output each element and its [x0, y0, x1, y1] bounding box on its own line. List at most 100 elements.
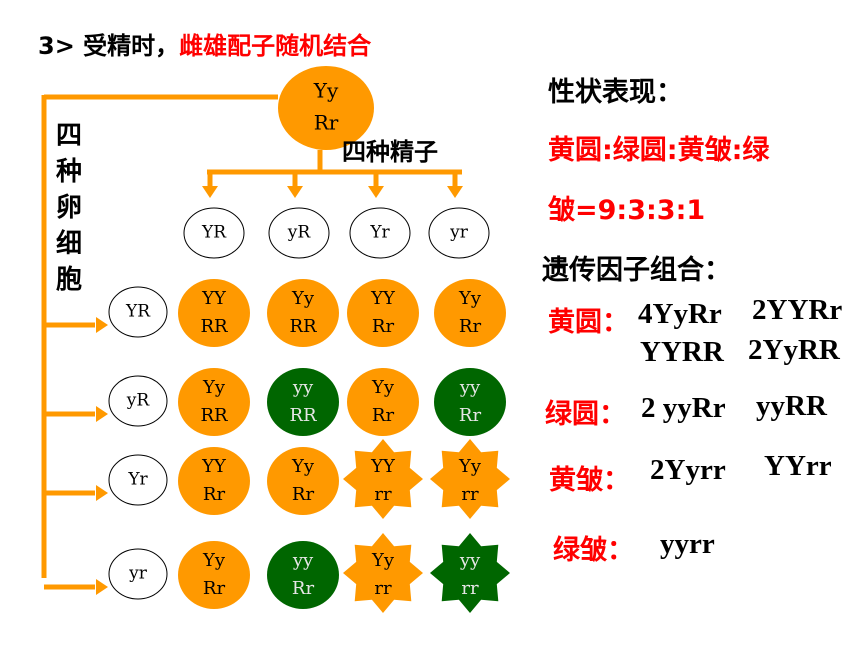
egg-cells-label: 四 种 卵 细 胞 — [52, 118, 86, 298]
combo-title: 遗传因子组合： — [542, 255, 731, 286]
offspring-circle — [267, 541, 339, 609]
offspring-genotype-text: Yy — [371, 550, 395, 571]
yellow-round-genotype: 4YyRr — [638, 298, 722, 330]
offspring-genotype-text: Yy — [371, 377, 395, 398]
offspring-genotype-text: Yy — [291, 288, 315, 309]
offspring-circle — [178, 368, 250, 436]
egg-label-char: 卵 — [55, 193, 82, 223]
offspring-circle — [267, 368, 339, 436]
sperm-arrow-head — [202, 186, 218, 198]
trait-title: 性状表现： — [548, 77, 683, 108]
offspring-genotype-text: rr — [461, 484, 479, 505]
sperm-gamete-circle — [349, 207, 411, 259]
yellow-wrinkled-label: 黄皱： — [549, 465, 630, 496]
egg-gamete-circle — [108, 375, 168, 427]
offspring-genotype-text: Yy — [202, 550, 226, 571]
sperm-gamete-text: Yr — [369, 223, 390, 243]
egg-gamete-circle — [108, 454, 168, 506]
green-wrinkled-genotype: yyrr — [660, 528, 715, 560]
offspring-genotype-text: Rr — [203, 484, 226, 505]
offspring-genotype-text: YY — [370, 456, 396, 477]
offspring-circle — [178, 279, 250, 347]
offspring-genotype-text: RR — [289, 405, 317, 426]
offspring-genotype-text: yy — [459, 550, 481, 571]
offspring-genotype-text: RR — [289, 316, 317, 337]
slide-title: 3> 受精时，雌雄配子随机结合 — [38, 26, 371, 61]
parent-genotype-text: Rr — [314, 111, 339, 135]
sperm-arrow-head — [368, 186, 384, 198]
offspring-genotype-text: Rr — [203, 578, 226, 599]
sperm-gamete-text: yr — [449, 223, 469, 243]
offspring-circle — [347, 279, 419, 347]
egg-gamete-circle — [108, 286, 168, 338]
egg-label-char: 种 — [55, 157, 82, 187]
egg-gamete-text: yr — [128, 564, 148, 584]
offspring-genotype-text: rr — [374, 484, 392, 505]
offspring-genotype-text: Rr — [459, 405, 482, 426]
offspring-circle — [434, 368, 506, 436]
offspring-star — [430, 439, 510, 519]
offspring-genotype-text: Rr — [372, 316, 395, 337]
ratio-line-2: 皱=9:3:3:1 — [548, 195, 706, 226]
offspring-genotype-text: yy — [459, 377, 481, 398]
offspring-genotype-text: RR — [200, 405, 228, 426]
offspring-circle — [178, 447, 250, 515]
offspring-circle — [267, 447, 339, 515]
offspring-genotype-text: Rr — [292, 578, 315, 599]
offspring-star — [343, 439, 423, 519]
offspring-circle — [267, 279, 339, 347]
yellow-round-genotype: 2YYRr — [752, 294, 843, 326]
parent-genotype-circle — [278, 66, 374, 150]
egg-arrow-head — [96, 579, 108, 595]
offspring-genotype-text: Yy — [458, 288, 482, 309]
green-round-genotype: yyRR — [756, 390, 827, 422]
parent-genotype-text: Yy — [313, 79, 339, 103]
yellow-round-genotype: YYRR — [640, 336, 724, 368]
sperm-gamete-circle — [268, 207, 330, 259]
sperm-gamete-circle — [428, 207, 490, 259]
offspring-genotype-text: YY — [201, 288, 227, 309]
offspring-genotype-text: rr — [461, 578, 479, 599]
yellow-wrinkled-genotype: YYrr — [764, 450, 832, 482]
green-wrinkled-label: 绿皱： — [553, 535, 634, 566]
green-round-label: 绿圆： — [545, 399, 626, 430]
yellow-round-label: 黄圆： — [548, 307, 629, 338]
sperm-arrow-head — [447, 186, 463, 198]
egg-arrow-head — [96, 317, 108, 333]
offspring-genotype-text: yy — [292, 377, 314, 398]
offspring-genotype-text: YY — [370, 288, 396, 309]
offspring-genotype-text: Yy — [291, 456, 315, 477]
sperm-cells-label: 四种精子 — [342, 138, 438, 166]
egg-gamete-text: YR — [125, 302, 151, 322]
title-highlight: 雌雄配子随机结合 — [179, 32, 372, 60]
offspring-star — [343, 533, 423, 613]
egg-label-char: 四 — [55, 121, 82, 151]
offspring-genotype-text: Rr — [459, 316, 482, 337]
egg-arrow-head — [96, 485, 108, 501]
sperm-gamete-text: yR — [287, 223, 312, 243]
sperm-gamete-text: YR — [201, 223, 227, 243]
offspring-genotype-text: Yy — [458, 456, 482, 477]
offspring-genotype-text: yy — [292, 550, 314, 571]
offspring-circle — [178, 541, 250, 609]
green-round-genotype: 2 yyRr — [641, 392, 726, 424]
sperm-gamete-circle — [183, 207, 245, 259]
offspring-genotype-text: YY — [201, 456, 227, 477]
egg-gamete-circle — [108, 548, 168, 600]
offspring-circle — [347, 368, 419, 436]
egg-gamete-text: Yr — [127, 470, 148, 490]
egg-label-char: 胞 — [55, 265, 82, 295]
egg-arrow-head — [96, 406, 108, 422]
offspring-circle — [434, 279, 506, 347]
yellow-round-genotype: 2YyRR — [748, 334, 840, 366]
offspring-genotype-text: Rr — [372, 405, 395, 426]
yellow-wrinkled-genotype: 2Yyrr — [650, 454, 726, 486]
offspring-genotype-text: Yy — [202, 377, 226, 398]
title-prefix: 3> 受精时， — [38, 32, 180, 60]
offspring-genotype-text: rr — [374, 578, 392, 599]
offspring-genotype-text: RR — [200, 316, 228, 337]
egg-label-char: 细 — [55, 229, 82, 259]
offspring-star — [430, 533, 510, 613]
sperm-arrow-head — [287, 186, 303, 198]
